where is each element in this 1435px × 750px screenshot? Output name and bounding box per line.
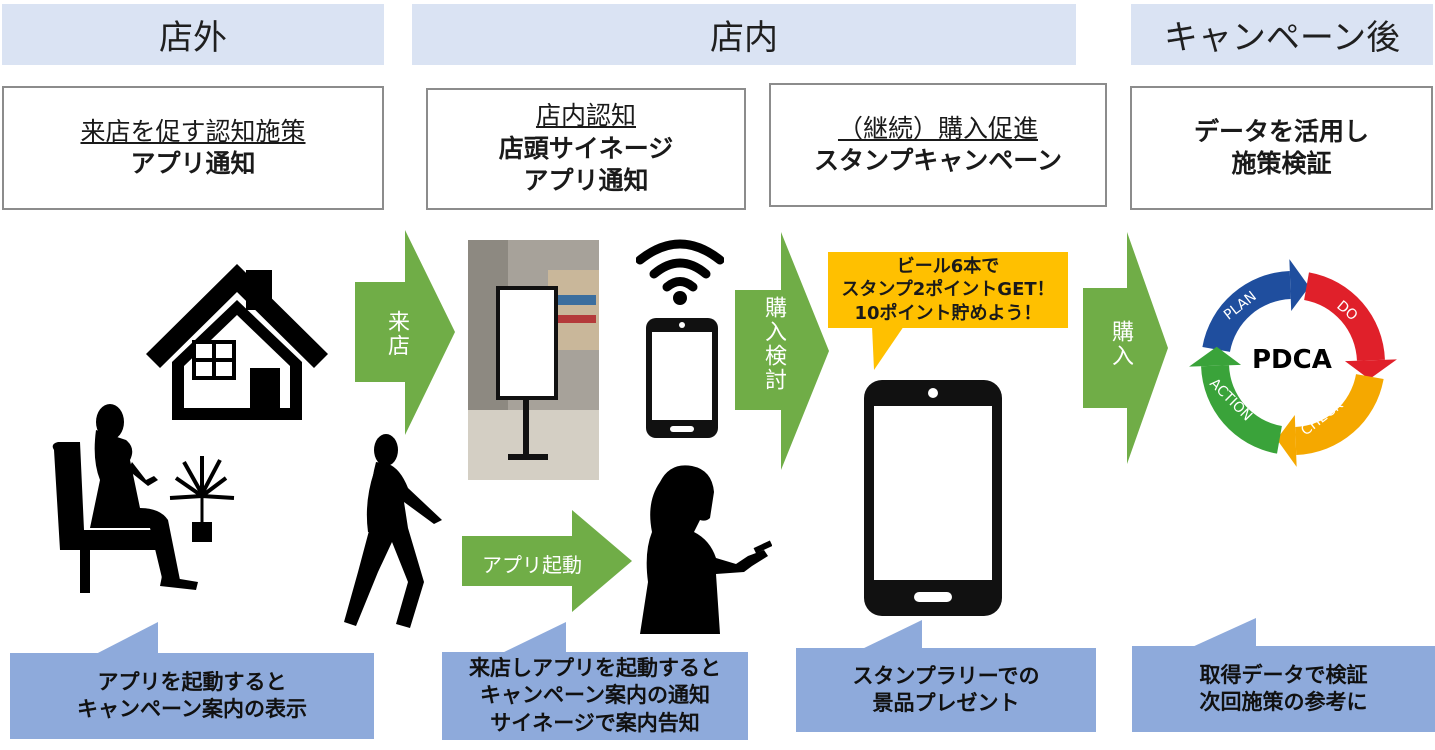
header-inside-label: 店内 bbox=[710, 18, 778, 58]
bubble-line: 10ポイント貯めよう！ bbox=[854, 302, 1042, 324]
arrow-visit-label: 来店 bbox=[384, 310, 409, 358]
callout-line: スタンプラリーでの bbox=[852, 663, 1040, 688]
callout-line: サイネージで案内告知 bbox=[490, 710, 700, 735]
pdca-arrowhead-action bbox=[1189, 346, 1242, 367]
strategy-detail: データを活用し bbox=[1193, 116, 1369, 146]
walking-woman-icon bbox=[344, 434, 442, 628]
callout-line: 次回施策の参考に bbox=[1199, 690, 1368, 714]
strategy-title: 店内認知 bbox=[535, 101, 636, 131]
callout-instore: 来店しアプリを起動すると キャンペーン案内の通知 サイネージで案内告知 bbox=[442, 652, 748, 740]
callout-tail bbox=[92, 622, 158, 656]
callout-outside: アプリを起動すると キャンペーン案内の表示 bbox=[10, 653, 374, 739]
callout-line: 取得データで検証 bbox=[1199, 662, 1368, 687]
callout-tail bbox=[1190, 618, 1256, 648]
pdca-arc-action bbox=[1201, 365, 1282, 454]
callout-purchase: スタンプラリーでの 景品プレゼント bbox=[796, 648, 1096, 732]
large-smartphone-icon bbox=[864, 380, 1002, 616]
strategy-detail: アプリ通知 bbox=[523, 166, 649, 196]
strategy-detail: スタンプキャンペーン bbox=[813, 146, 1062, 175]
bubble-tail bbox=[872, 326, 904, 370]
strategy-detail: 店頭サイネージ bbox=[498, 133, 674, 163]
callout-tail bbox=[860, 620, 922, 650]
header-outside: 店外 bbox=[2, 4, 384, 65]
strategy-box-after: データを活用し 施策検証 bbox=[1130, 86, 1433, 210]
arrow-consider-label: 購入検討 bbox=[761, 296, 786, 392]
wifi-icon bbox=[636, 239, 724, 305]
pdca-arrowhead-plan bbox=[1289, 259, 1310, 312]
header-inside: 店内 bbox=[412, 4, 1076, 65]
strategy-detail: 施策検証 bbox=[1231, 149, 1332, 178]
arrow-consider bbox=[735, 232, 829, 470]
bubble-line: ビール6本で bbox=[896, 255, 1000, 277]
strategy-box-outside: 来店を促す認知施策 アプリ通知 bbox=[2, 86, 384, 210]
strategy-box-instore: 店内認知 店頭サイネージ アプリ通知 bbox=[426, 88, 746, 210]
arrow-purchase bbox=[1083, 232, 1168, 464]
pdca-arc-plan bbox=[1202, 271, 1291, 352]
stamp-campaign-bubble: ビール6本で スタンプ2ポイントGET！ 10ポイント貯めよう！ bbox=[828, 252, 1068, 328]
strategy-title: 来店を促す認知施策 bbox=[80, 116, 306, 146]
arrow-app-launch-label: アプリ起動 bbox=[482, 553, 582, 577]
house-icon bbox=[146, 264, 328, 420]
header-after-label: キャンペーン後 bbox=[1163, 18, 1401, 58]
store-signage-photo bbox=[468, 240, 599, 480]
callout-line: キャンペーン案内の通知 bbox=[480, 683, 710, 708]
pdca-arrowhead-check bbox=[1276, 414, 1297, 467]
pdca-arc-check bbox=[1295, 374, 1384, 455]
callout-line: 来店しアプリを起動すると bbox=[469, 656, 721, 681]
pdca-arc-do bbox=[1304, 272, 1385, 361]
strategy-title: （継続）購入促進 bbox=[837, 113, 1038, 143]
pdca-center-label: PDCA bbox=[1252, 345, 1332, 375]
arrow-purchase-label: 購入 bbox=[1108, 320, 1133, 368]
header-outside-label: 店外 bbox=[159, 18, 227, 58]
callout-line: アプリを起動すると bbox=[97, 669, 287, 694]
bubble-line: スタンプ2ポイントGET！ bbox=[841, 279, 1055, 301]
arrow-app-launch bbox=[462, 510, 632, 612]
callout-line: キャンペーン案内の表示 bbox=[77, 697, 307, 721]
header-after: キャンペーン後 bbox=[1131, 4, 1433, 65]
seated-woman-icon bbox=[52, 404, 235, 593]
pdca-cycle-diagram bbox=[1189, 259, 1397, 467]
arrow-visit bbox=[355, 230, 455, 435]
callout-line: 景品プレゼント bbox=[872, 691, 1020, 715]
callout-tail bbox=[500, 622, 566, 654]
callout-after: 取得データで検証 次回施策の参考に bbox=[1132, 646, 1435, 732]
strategy-box-purchase: （継続）購入促進 スタンプキャンペーン bbox=[769, 83, 1107, 207]
smartphone-icon bbox=[646, 318, 718, 438]
strategy-detail: アプリ通知 bbox=[130, 149, 256, 178]
pdca-arrowhead-do bbox=[1344, 359, 1397, 380]
woman-with-phone-icon bbox=[640, 465, 772, 634]
